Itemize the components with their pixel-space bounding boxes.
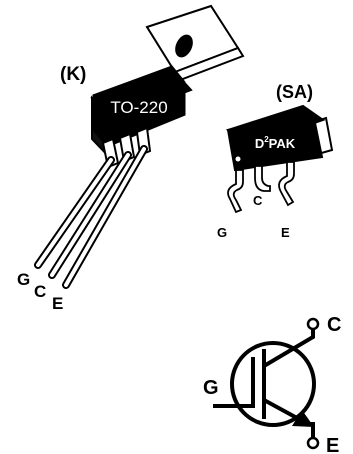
to220-body-front — [92, 65, 186, 148]
igbt-collector-terminal — [306, 317, 320, 331]
to220-package: TO-220 (K) G C E — [17, 4, 245, 313]
igbt-symbol-circle — [230, 341, 316, 427]
to220-pin-label-c: C — [34, 282, 46, 301]
d2pak-suffix-label: (SA) — [276, 82, 313, 102]
to220-suffix-label: (K) — [60, 64, 86, 85]
d2pak-lead-e — [278, 161, 295, 207]
igbt-gate-lead — [213, 357, 255, 408]
to220-pin-label-g: G — [17, 270, 30, 289]
to220-pin-label-e: E — [52, 294, 63, 313]
to220-pin-c — [48, 151, 132, 279]
igbt-emitter-arrow — [292, 410, 314, 427]
d2pak-lead-g — [227, 169, 244, 214]
d2pak-package: (SA) D2PAK G C E — [217, 82, 334, 240]
to220-package-name: TO-220 — [110, 98, 167, 117]
d2pak-pin-label-c: C — [253, 193, 263, 208]
igbt-emitter-terminal — [306, 436, 320, 450]
d2pak-body — [226, 116, 324, 172]
d2pak-pin-label-e: E — [281, 225, 290, 240]
to220-pin-g — [34, 156, 115, 269]
d2pak-package-name: D2PAK — [255, 135, 296, 151]
d2pak-pin1-dot — [235, 156, 241, 162]
to220-pin-e — [62, 145, 148, 289]
d2pak-lead-c — [254, 165, 271, 192]
igbt-collector-lead — [262, 330, 315, 368]
igbt-collector-label: C — [327, 314, 341, 336]
to220-mounting-hole — [175, 34, 193, 58]
igbt-symbol — [213, 317, 320, 450]
d2pak-pin-label-g: G — [217, 225, 227, 240]
igbt-emitter-label: E — [326, 435, 339, 454]
igbt-gate-label: G — [203, 377, 219, 399]
